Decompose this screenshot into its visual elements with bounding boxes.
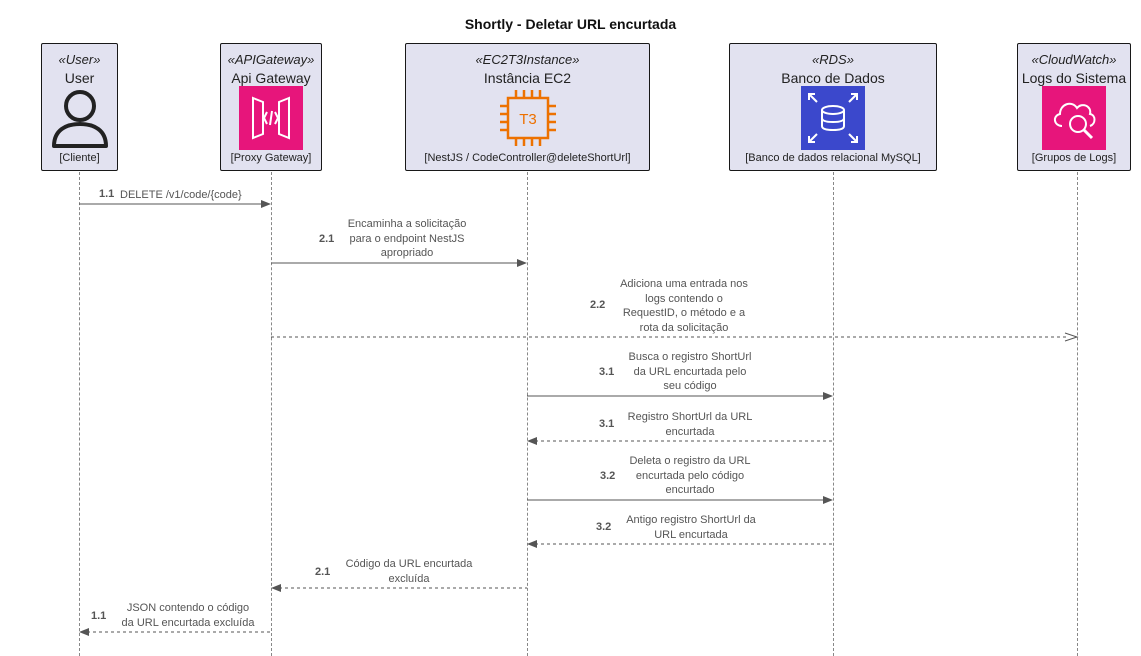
message-label: DELETE /v1/code/{code} — [120, 188, 242, 203]
cloudwatch-logs-icon — [1042, 86, 1106, 150]
participant-description: [Cliente] — [59, 152, 100, 164]
arrowhead — [517, 259, 527, 267]
message-line: Registro ShortUrl da URL — [627, 411, 753, 423]
message-seq: 2.1 — [315, 566, 331, 578]
ec2-t3-icon: T3 — [499, 90, 556, 146]
participant-user: «User» User [Cliente] — [41, 43, 118, 171]
message-label: Código da URL encurtada excluída — [334, 557, 484, 586]
rds-database-icon — [801, 86, 865, 150]
participant-api-gateway: «APIGateway» Api Gateway [Proxy Gateway] — [220, 43, 322, 171]
lifeline-ec2 — [527, 172, 528, 656]
participant-logs: «CloudWatch» Logs do Sistema [Grupos de … — [1017, 43, 1131, 171]
message-line: Busca o registro ShortUrl — [628, 351, 752, 363]
participant-description: [Grupos de Logs] — [1031, 152, 1117, 164]
arrowhead — [271, 584, 281, 592]
message-line: encurtada — [665, 425, 715, 438]
participant-name: Api Gateway — [231, 70, 311, 86]
user-icon — [51, 90, 108, 148]
message-line: Antigo registro ShortUrl da — [626, 514, 756, 526]
participant-stereotype: «CloudWatch» — [1031, 52, 1117, 67]
message-label: Registro ShortUrl da URL encurtada — [617, 410, 763, 439]
message-seq: 2.2 — [590, 299, 606, 311]
participant-name: Instância EC2 — [483, 70, 572, 86]
message-label: Deleta o registro da URL encurtada pelo … — [618, 454, 762, 498]
arrowhead — [79, 628, 89, 636]
message-label: Busca o registro ShortUrl da URL encurta… — [618, 350, 762, 394]
message-line: URL encurtada — [654, 528, 728, 541]
arrowhead — [261, 200, 271, 208]
participant-stereotype: «APIGateway» — [227, 52, 315, 67]
message-seq: 1.1 — [99, 188, 115, 200]
message-line: para o endpoint NestJS — [349, 232, 465, 245]
message-line: logs contendo o — [645, 292, 723, 305]
message-line: da URL encurtada excluída — [121, 616, 255, 629]
participant-stereotype: «User» — [58, 52, 101, 67]
message-line: Deleta o registro da URL — [629, 455, 751, 467]
participant-description: [Banco de dados relacional MySQL] — [745, 152, 921, 164]
participant-description: [NestJS / CodeController@deleteShortUrl] — [424, 152, 631, 164]
message-line: apropriado — [380, 247, 434, 259]
message-line: encurtado — [665, 484, 715, 496]
message-seq: 3.2 — [596, 521, 612, 533]
message-line: Código da URL encurtada — [345, 558, 473, 570]
lifeline-api-gateway — [271, 172, 272, 656]
message-seq: 1.1 — [91, 610, 107, 622]
message-label: Antigo registro ShortUrl da URL encurtad… — [614, 513, 768, 542]
participant-name: Logs do Sistema — [1021, 70, 1127, 86]
participant-name: Banco de Dados — [781, 70, 885, 86]
message-seq: 3.2 — [600, 470, 616, 482]
message-line: Encaminha a solicitação — [347, 218, 467, 230]
message-label: Adiciona uma entrada nos logs contendo o… — [610, 277, 758, 335]
message-line: rota da solicitação — [639, 321, 729, 334]
message-line: excluída — [388, 572, 430, 585]
lifeline-logs — [1077, 172, 1078, 656]
api-gateway-icon — [239, 86, 303, 150]
arrowhead — [823, 392, 833, 400]
diagram-title: Shortly - Deletar URL encurtada — [464, 16, 677, 32]
participant-database: «RDS» Banco de Dados [Banco de dados rel… — [729, 43, 937, 171]
message-line: seu código — [663, 380, 717, 392]
arrowhead-open — [1064, 332, 1079, 342]
message-line: JSON contendo o código — [126, 602, 250, 614]
message-line: RequestID, o método e a — [622, 307, 746, 319]
message-seq: 3.1 — [599, 418, 615, 430]
message-line: da URL encurtada pelo — [633, 365, 747, 378]
lifeline-database — [833, 172, 834, 656]
message-label: JSON contendo o código da URL encurtada … — [110, 601, 266, 630]
participant-description: [Proxy Gateway] — [230, 152, 312, 164]
message-line: DELETE /v1/code/{code} — [120, 189, 242, 201]
participant-stereotype: «RDS» — [812, 52, 854, 67]
message-seq: 3.1 — [599, 366, 615, 378]
arrowhead — [823, 496, 833, 504]
message-line: encurtada pelo código — [635, 469, 745, 482]
participant-name: User — [64, 70, 95, 86]
arrowhead — [527, 437, 537, 445]
message-seq: 2.1 — [319, 233, 335, 245]
message-line: Adiciona uma entrada nos — [620, 278, 748, 290]
message-label: Encaminha a solicitação para o endpoint … — [338, 217, 476, 261]
participant-ec2: «EC2T3Instance» Instância EC2 T3 [NestJS… — [405, 43, 650, 171]
lifeline-user — [79, 172, 80, 656]
participant-stereotype: «EC2T3Instance» — [475, 52, 580, 67]
arrowhead — [527, 540, 537, 548]
ec2-icon-label: T3 — [519, 111, 537, 128]
